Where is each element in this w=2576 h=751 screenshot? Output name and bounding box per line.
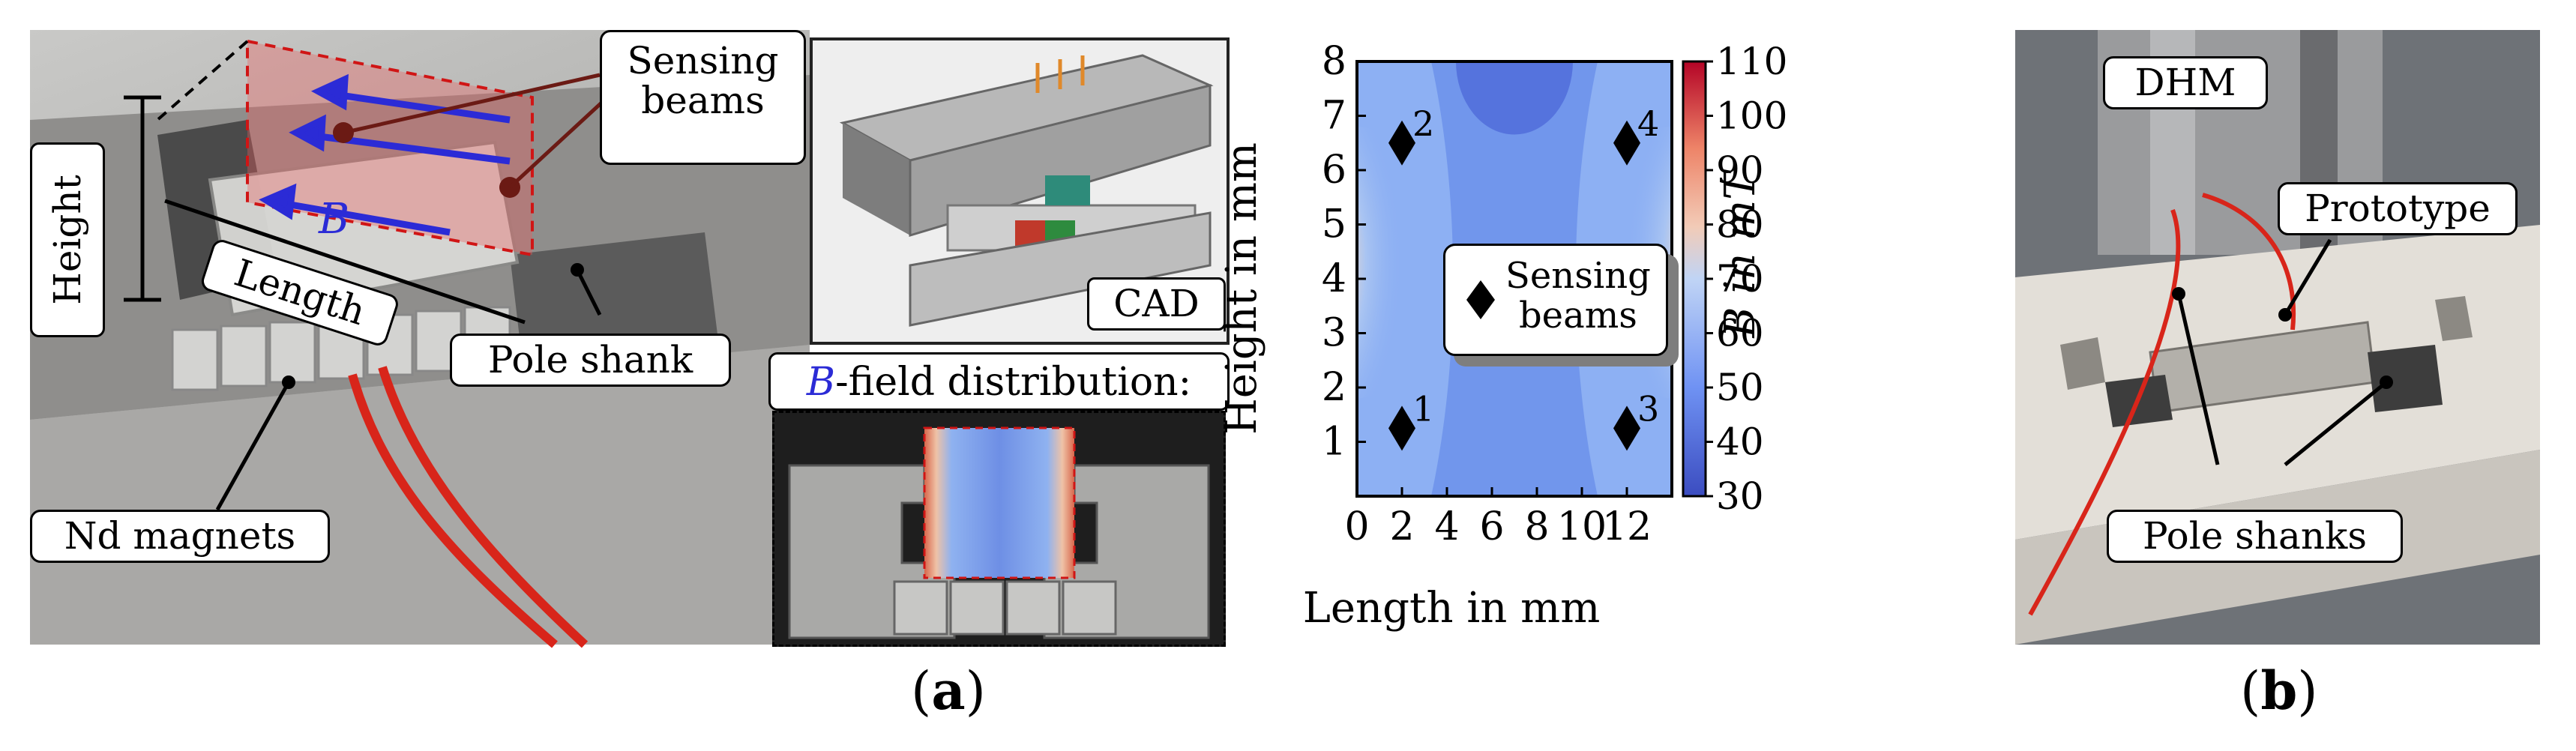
sensing-beam-label-2: 2 [1412,103,1434,144]
sensing-beam-marker-4 [1613,120,1640,166]
nd-magnets-callout: Nd magnets [30,510,330,563]
colorbar-tick-label: 90 [1716,148,1764,192]
x-tick-label: 12 [1602,504,1652,549]
y-tick-label: 7 [1322,94,1346,139]
colorbar-tick-label: 70 [1716,257,1764,301]
y-tick-label: 6 [1322,148,1346,193]
y-tick-label: 8 [1322,39,1346,84]
bfield-inset-sketch [788,426,1210,639]
sensing-beam-label-4: 4 [1637,103,1659,144]
caption-a: (a) [911,660,986,722]
y-tick-label: 1 [1322,420,1346,465]
field-symbol-label: B [319,195,350,244]
colorbar-label: B in mT [1716,169,1765,339]
colorbar-tick-label: 40 [1716,420,1764,464]
bfield-title-rest: -field distribution: [835,360,1192,405]
pole-shanks-callout: Pole shanks [2107,510,2403,563]
sensing-beams-callout: Sensing beams [600,30,806,165]
cad-label: CAD [1087,277,1226,331]
colorbar-label-text: B in mT [1716,169,1765,339]
prototype-callout: Prototype [2278,182,2518,235]
bfield-title: B-field distribution: [768,352,1230,411]
y-tick-label: 4 [1322,256,1346,301]
legend-text: Sensing beams [1505,255,1651,337]
pole-shank-callout: Pole shank [450,334,731,387]
dhm-callout: DHM [2103,56,2268,109]
sensing-beam-marker-1 [1388,405,1415,451]
x-tick-label: 2 [1389,504,1414,549]
y-tick-label: 2 [1322,365,1346,410]
colorbar-tick-label: 30 [1716,474,1764,518]
bfield-title-symbol: B [806,360,836,405]
colorbar [1682,60,1707,498]
colorbar-tick-label: 100 [1716,94,1787,138]
x-tick-label: 8 [1524,504,1549,549]
sensing-beam-label-1: 1 [1412,388,1434,429]
x-tick-label: 10 [1557,504,1607,549]
cad-sketch [839,54,1214,327]
y-tick-label: 5 [1322,202,1346,247]
caption-b: (b) [2240,660,2318,722]
legend-marker-icon [1466,280,1495,319]
x-tick-label: 0 [1344,504,1369,549]
sensing-beam-label-3: 3 [1637,388,1659,429]
colorbar-tick-label: 50 [1716,366,1764,409]
heatmap-low-region [1456,61,1573,135]
x-tick-label: 6 [1479,504,1504,549]
sensing-beam-marker-2 [1388,120,1415,166]
x-tick-label: 4 [1434,504,1459,549]
colorbar-tick-label: 60 [1716,312,1764,355]
y-tick-label: 3 [1322,311,1346,356]
colorbar-tick-label: 80 [1716,203,1764,247]
heatmap-legend: Sensing beams [1443,244,1668,356]
height-label: Height [30,142,105,337]
y-axis-label: Height in mm [1218,142,1266,435]
bfield-inset-photo [772,411,1226,647]
heatmap-hot-left [1357,127,1433,399]
x-axis-label: Length in mm [1303,584,1601,633]
sensing-beam-marker-3 [1613,405,1640,451]
colorbar-tick-label: 110 [1716,40,1787,83]
